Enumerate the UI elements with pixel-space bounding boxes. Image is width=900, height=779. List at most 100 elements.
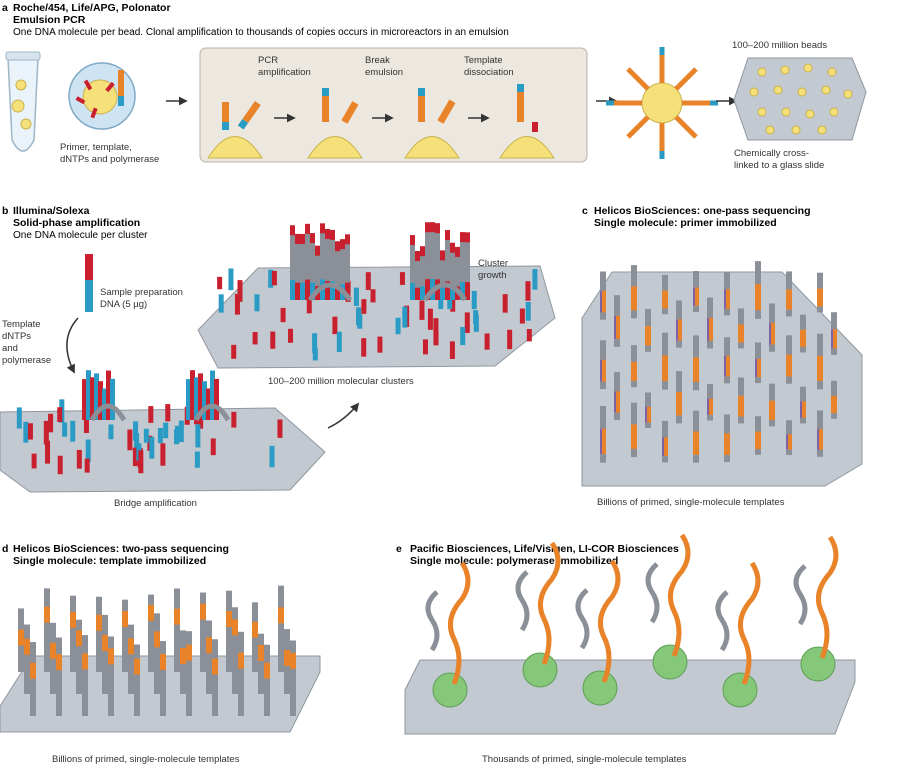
d-strand — [30, 642, 36, 716]
e-units — [425, 533, 839, 708]
cluster-strand — [415, 287, 420, 300]
d-strand — [290, 640, 296, 716]
cluster-strand — [335, 249, 340, 285]
bridge-strand — [194, 377, 199, 420]
sample-label-line1: Sample preparation — [100, 287, 183, 298]
d-strand — [264, 662, 270, 679]
cluster-strand — [402, 306, 408, 328]
cluster-strand — [340, 239, 345, 250]
cluster-strand — [473, 314, 479, 332]
pacbio-plate — [404, 659, 856, 735]
sample-label-line2: DNA (5 µg) — [100, 299, 147, 310]
d-strand — [76, 619, 82, 694]
c-strand — [817, 306, 823, 313]
cluster-strand — [356, 307, 362, 326]
cluster-strand — [295, 241, 300, 283]
c-strand — [738, 342, 744, 349]
panel-e-caption: Thousands of primed, single-molecule tem… — [482, 754, 687, 765]
c-strand — [786, 309, 792, 317]
cluster-strand — [271, 270, 277, 286]
c-strand — [633, 424, 637, 449]
c-strand — [676, 371, 682, 393]
c-strand — [786, 335, 792, 355]
d-strand — [108, 648, 114, 665]
d-strand — [24, 624, 30, 694]
c-strand — [647, 406, 651, 423]
cluster-strand — [290, 233, 295, 280]
cluster-strand — [370, 289, 376, 303]
cluster-strand — [455, 246, 460, 257]
c-strand — [786, 449, 792, 455]
c-strand — [786, 271, 792, 290]
bridge-strand — [148, 406, 154, 423]
panel-b-description: One DNA molecule per cluster — [13, 230, 148, 241]
bridge-strand — [163, 422, 169, 439]
bridge-strand — [83, 411, 89, 434]
d-strand — [134, 658, 140, 675]
c-strand — [817, 449, 823, 457]
bridge-strand — [82, 379, 87, 420]
synthesized-strand — [447, 561, 471, 685]
bridge-strand — [157, 427, 163, 444]
cluster-strand — [526, 329, 532, 342]
d-strand — [258, 633, 264, 694]
d-strand — [174, 608, 180, 625]
cluster-strand — [449, 341, 455, 359]
d-strand — [206, 620, 212, 694]
cluster-strand — [525, 281, 531, 301]
c-strand — [707, 297, 713, 318]
c-strand — [631, 310, 637, 319]
c-strand — [755, 377, 761, 384]
tube-label-line1: Primer, template, — [60, 142, 132, 153]
c-strand — [631, 380, 637, 388]
cluster-strand — [290, 225, 295, 236]
cluster-plate — [197, 265, 556, 369]
bridge-strand — [62, 422, 68, 437]
d-strand — [154, 631, 160, 648]
c-strand — [740, 395, 744, 417]
cluster-strand — [361, 299, 367, 314]
bridge-strand — [214, 378, 219, 420]
c-strand — [769, 383, 775, 401]
c-strand — [645, 422, 651, 428]
panel-e: e Pacific Biosciences, Life/Visigen, LI-… — [396, 533, 856, 765]
cluster-strand — [345, 242, 350, 283]
cluster-strand — [433, 329, 439, 346]
panel-e-letter: e — [396, 543, 402, 555]
c-strand — [786, 376, 792, 384]
template-strand — [515, 570, 530, 632]
d-strand — [122, 611, 128, 628]
c-strand — [740, 324, 744, 343]
cluster-strand — [237, 280, 243, 302]
c-strand — [631, 345, 637, 362]
bridge-strand — [106, 370, 111, 420]
bridge-strand — [178, 420, 184, 443]
synthesized-strand — [537, 541, 561, 665]
c-strand — [833, 395, 837, 414]
c-strand — [800, 417, 806, 424]
c-strand — [602, 359, 606, 382]
bridge-strand — [133, 421, 139, 441]
c-strand — [664, 437, 668, 457]
bridge-strand — [210, 438, 216, 456]
cluster-strand — [460, 240, 465, 283]
c-strand — [724, 454, 730, 463]
cluster-label-line1: Cluster — [478, 258, 508, 269]
d-strand — [212, 658, 218, 675]
cluster-strand — [465, 240, 470, 283]
d-strand — [160, 641, 166, 716]
bridge-strand — [57, 407, 63, 423]
step2-line1: Break — [365, 55, 390, 66]
c-strand — [614, 339, 620, 347]
c-strand — [631, 265, 637, 287]
c-strand — [662, 456, 668, 463]
c-strand — [662, 308, 668, 315]
c-strand — [817, 333, 823, 356]
cluster-strand — [445, 281, 450, 300]
c-strand — [602, 290, 606, 313]
cluster-strand — [519, 308, 525, 324]
c-strand — [788, 289, 792, 310]
step3-line1: Template — [464, 55, 503, 66]
c-strand — [602, 428, 606, 455]
